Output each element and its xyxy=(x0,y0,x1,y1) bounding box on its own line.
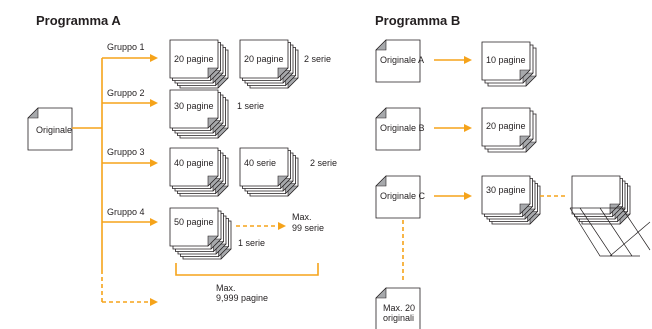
group-3-stack-2-label: 40 serie xyxy=(244,158,276,168)
group-1-stack-2-label: 20 pagine xyxy=(244,54,284,64)
group-4-stack xyxy=(170,208,231,259)
max-pages-bracket xyxy=(175,263,319,276)
group-1-stack-1-label: 20 pagine xyxy=(174,54,214,64)
group-1-label: Gruppo 1 xyxy=(107,42,145,52)
group-4-dashed-arrow xyxy=(236,222,286,230)
group-4-max-sets-line2: 99 serie xyxy=(292,223,324,233)
max-originals-line2: originali xyxy=(383,313,414,323)
group-3-stack-1 xyxy=(170,148,228,196)
original-a-label: Originale A xyxy=(380,55,424,65)
output-tray-icon xyxy=(569,176,651,257)
group-4-max-sets-line1: Max. xyxy=(292,212,312,222)
result-c-stack xyxy=(482,176,540,224)
group-3-label: Gruppo 3 xyxy=(107,147,145,157)
result-c-label: 30 pagine xyxy=(486,185,526,195)
row-c-arrow xyxy=(434,192,472,200)
group-3-stack-1-label: 40 pagine xyxy=(174,158,214,168)
program-a-original-label: Originale xyxy=(36,125,72,135)
group-4-label: Gruppo 4 xyxy=(107,207,145,217)
group-3-sets: 2 serie xyxy=(310,158,337,168)
group-1-stack-2 xyxy=(240,40,298,88)
program-a-branch-lines xyxy=(72,54,158,306)
group-4-sets: 1 serie xyxy=(238,238,265,248)
group-2-stack xyxy=(170,90,228,138)
program-b-title: Programma B xyxy=(375,13,460,28)
max-originals-line1: Max. 20 xyxy=(383,303,415,313)
result-a-label: 10 pagine xyxy=(486,55,526,65)
max-pages-line2: 9,999 pagine xyxy=(216,293,268,303)
program-a-title: Programma A xyxy=(36,13,121,28)
group-2-stack-label: 30 pagine xyxy=(174,101,214,111)
group-1-stack-1 xyxy=(170,40,228,88)
result-b-label: 20 pagine xyxy=(486,121,526,131)
group-2-label: Gruppo 2 xyxy=(107,88,145,98)
group-2-sets: 1 serie xyxy=(237,101,264,111)
group-1-sets: 2 serie xyxy=(304,54,331,64)
original-c-label: Originale C xyxy=(380,191,426,201)
max-pages-line1: Max. xyxy=(216,283,236,293)
row-b-arrow xyxy=(434,124,472,132)
group-4-stack-label: 50 pagine xyxy=(174,217,214,227)
group-3-stack-2 xyxy=(240,148,298,196)
original-b-label: Originale B xyxy=(380,123,425,133)
row-a-arrow xyxy=(434,56,472,64)
